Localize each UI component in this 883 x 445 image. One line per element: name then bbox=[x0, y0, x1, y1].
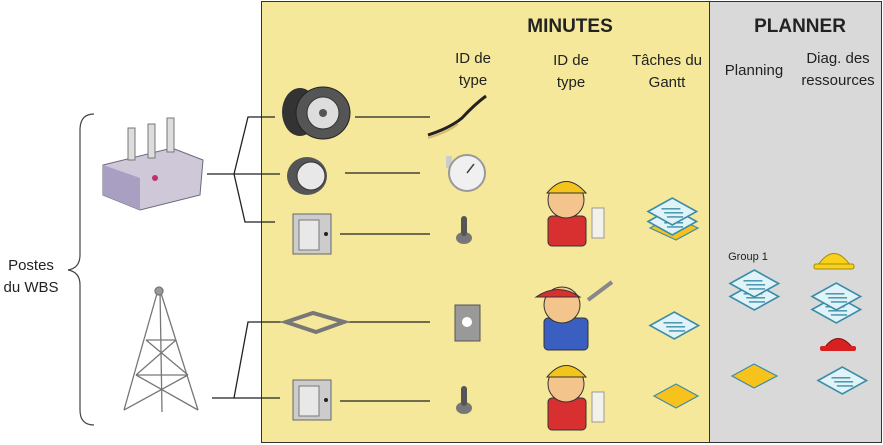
worker-icon bbox=[545, 365, 605, 431]
minutes-col-type-2: ID de type bbox=[553, 52, 589, 91]
task-card-icon bbox=[649, 311, 700, 340]
hardhat-icon bbox=[820, 338, 856, 351]
tower-icon bbox=[123, 286, 199, 413]
minutes-panel bbox=[261, 1, 710, 443]
task-card-icon bbox=[817, 366, 868, 395]
planner-col-planning: Planning bbox=[724, 62, 784, 79]
mechanic-icon bbox=[534, 280, 614, 351]
minutes-col-gantt: Tâches du Gantt bbox=[631, 52, 703, 91]
minutes-col-type-1: ID de type bbox=[455, 50, 491, 89]
joystick-icon bbox=[456, 386, 472, 414]
planner-panel bbox=[710, 1, 882, 443]
switchbox-icon bbox=[292, 379, 332, 421]
minutes-title: MINUTES bbox=[527, 16, 613, 37]
group-label: Group 1 bbox=[728, 251, 768, 263]
task-card-icon bbox=[647, 197, 700, 241]
wbs-brace bbox=[67, 113, 95, 426]
worker-icon bbox=[545, 181, 605, 247]
gauge-icon bbox=[446, 154, 486, 192]
transformer-icon bbox=[102, 117, 204, 211]
planner-col-resources: Diag. des ressources bbox=[801, 50, 875, 89]
task-card-icon bbox=[729, 269, 780, 311]
switchbox-icon bbox=[292, 213, 332, 255]
cable-icon bbox=[427, 94, 487, 137]
frame-icon bbox=[279, 310, 351, 335]
joystick-icon bbox=[456, 216, 472, 244]
task-card-icon bbox=[730, 363, 779, 389]
task-card-icon bbox=[652, 383, 700, 409]
connector-lines bbox=[207, 116, 430, 402]
planner-title: PLANNER bbox=[754, 16, 846, 37]
cable-reel-icon bbox=[282, 86, 351, 140]
hardhat-icon bbox=[813, 253, 855, 270]
meter-icon bbox=[287, 157, 327, 195]
task-card-icon bbox=[811, 282, 862, 324]
bracket-icon bbox=[454, 304, 481, 342]
wbs-label: Postes du WBS bbox=[3, 257, 59, 296]
